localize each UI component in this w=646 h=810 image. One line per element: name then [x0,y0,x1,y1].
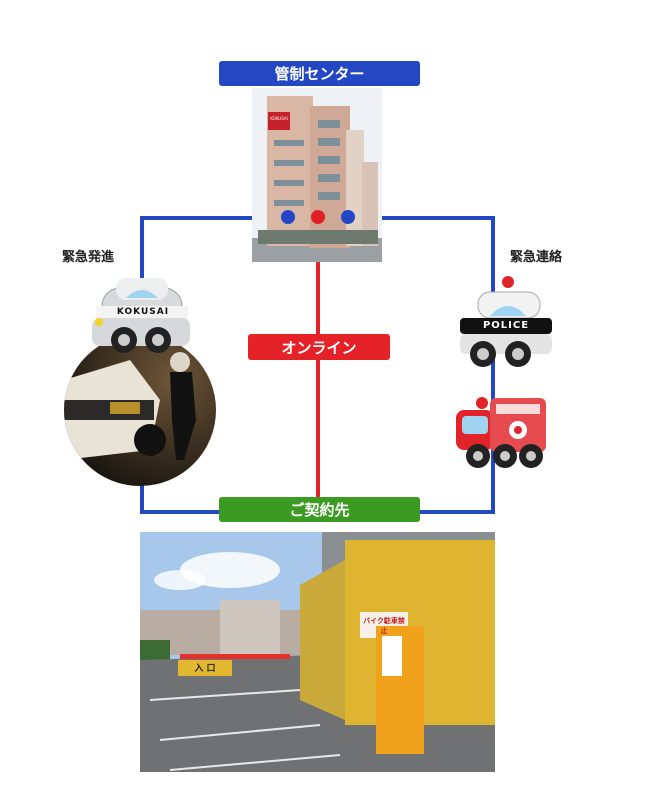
red-dot-center [311,210,325,224]
security-car-text: KOKUSAI [116,307,170,317]
emergency-dispatch-label: 緊急発進 [62,250,115,265]
police-car-icon [460,276,552,367]
security-car-icon [92,278,190,353]
blue-dot-right [341,210,355,224]
fire-truck-icon [456,397,546,468]
online-label: オンライン [248,334,390,360]
control-center-building-photo [252,88,382,262]
entrance-sign-text: 入 口 [194,664,216,674]
guard-dispatch-photo [64,334,216,486]
no-bike-sign-text: バイク駐車禁止 [363,617,405,635]
client-parking-photo [140,532,495,772]
emergency-contact-label: 緊急連絡 [510,250,563,265]
blue-dot-left [281,210,295,224]
police-car-text: POLICE [482,320,530,331]
blue-link-right [348,216,495,514]
control-center-label: 管制センター [219,61,420,86]
building-sign-text: KOKUSAI [270,116,288,121]
client-label: ご契約先 [219,497,420,522]
